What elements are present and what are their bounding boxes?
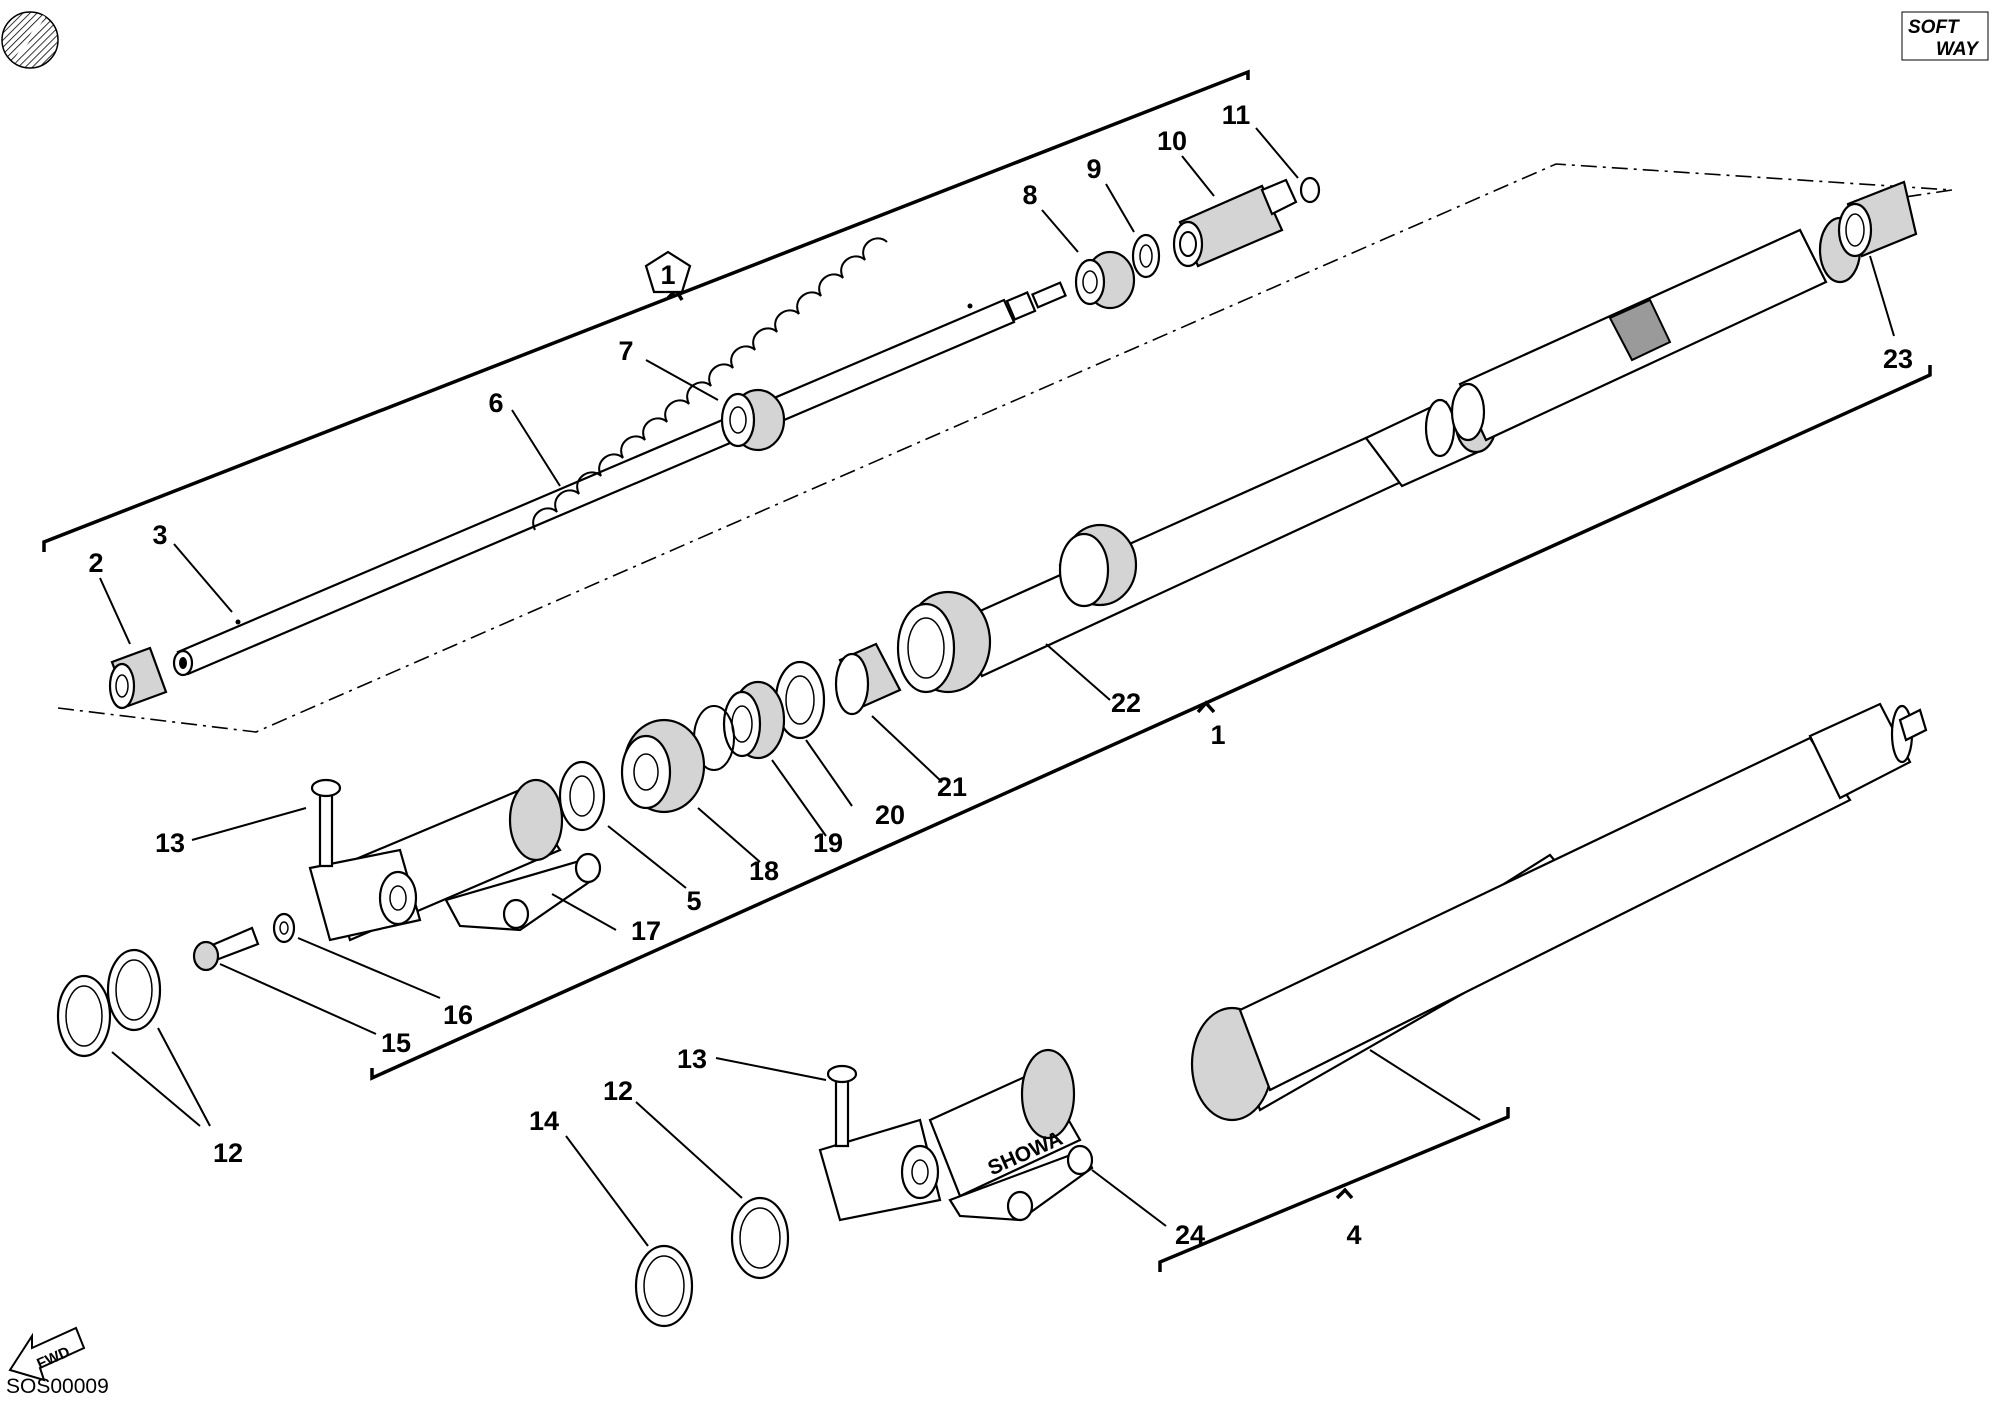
group-bracket-lower xyxy=(1158,1107,1510,1272)
bushing-part-22 xyxy=(896,590,992,694)
label-10: 10 xyxy=(1157,126,1187,156)
corner-emblem-icon xyxy=(1,11,59,69)
label-23: 23 xyxy=(1883,344,1913,374)
label-5: 5 xyxy=(686,886,701,916)
upper-tube-assembly xyxy=(958,394,1498,678)
label-8: 8 xyxy=(1022,180,1037,210)
label-6: 6 xyxy=(488,388,503,418)
bushing-part-2 xyxy=(108,646,168,710)
label-15: 15 xyxy=(381,1028,411,1058)
clip-part-11 xyxy=(1299,176,1321,204)
kit-marker-pentagon-icon: 1 xyxy=(644,250,692,294)
label-13-lower: 13 xyxy=(677,1044,707,1074)
label-14: 14 xyxy=(529,1106,559,1136)
clamp-pair-part-12 xyxy=(56,948,162,1058)
label-12-left: 12 xyxy=(213,1138,243,1168)
clamp-part-12-lower xyxy=(730,1196,790,1280)
label-2: 2 xyxy=(88,548,103,578)
washer-part-16 xyxy=(272,912,296,944)
logo-line-2: WAY xyxy=(1936,39,1980,60)
label-9: 9 xyxy=(1086,154,1101,184)
label-17: 17 xyxy=(631,916,661,946)
bolt-part-13-lower xyxy=(826,1064,858,1148)
complete-fork-leg: SHOWA xyxy=(818,702,1928,1222)
bushing-part-23 xyxy=(1837,180,1918,258)
seal-part-7 xyxy=(720,388,786,452)
inner-slider-tube xyxy=(1450,216,1862,442)
label-1: 1 xyxy=(1210,720,1225,750)
bushing-part-21 xyxy=(834,642,902,716)
nut-part-8 xyxy=(1074,250,1136,310)
leader-lines xyxy=(99,127,1895,1247)
label-3: 3 xyxy=(152,520,167,550)
clamp-part-14 xyxy=(634,1244,694,1328)
washer-part-9 xyxy=(1131,233,1161,279)
label-13-upper: 13 xyxy=(155,828,185,858)
label-24: 24 xyxy=(1175,1220,1205,1250)
adjuster-part-10 xyxy=(1172,178,1298,268)
kit-marker-number: 1 xyxy=(660,260,675,290)
bolt-part-15 xyxy=(192,926,260,972)
dust-seal-part-18 xyxy=(620,718,706,814)
coil-spring xyxy=(532,237,888,531)
part-labels: 1 2 3 4 5 6 7 8 9 10 11 12 12 13 13 14 1… xyxy=(88,100,1913,1250)
label-11: 11 xyxy=(1222,100,1251,130)
fork-leg-lower-slider xyxy=(308,778,602,942)
label-12-lower: 12 xyxy=(603,1076,633,1106)
label-22: 22 xyxy=(1111,688,1141,718)
group-bracket-middle xyxy=(370,365,1932,1081)
softway-logo: SOFT WAY xyxy=(1901,11,1989,61)
label-7: 7 xyxy=(618,336,633,366)
bolt-part-13-upper xyxy=(310,778,342,868)
label-19: 19 xyxy=(813,828,843,858)
label-16: 16 xyxy=(443,1000,473,1030)
label-21: 21 xyxy=(937,772,967,802)
fwd-arrow-icon: FWD xyxy=(8,1326,86,1382)
logo-line-1: SOFT xyxy=(1908,17,1960,38)
label-4: 4 xyxy=(1346,1220,1361,1250)
drawing-code: SOS00009 xyxy=(6,1375,109,1398)
washer-part-20 xyxy=(774,660,826,740)
alignment-dashed-line xyxy=(57,163,1953,733)
label-18: 18 xyxy=(749,856,779,886)
label-20: 20 xyxy=(875,800,905,830)
washer-part-5 xyxy=(558,760,606,832)
